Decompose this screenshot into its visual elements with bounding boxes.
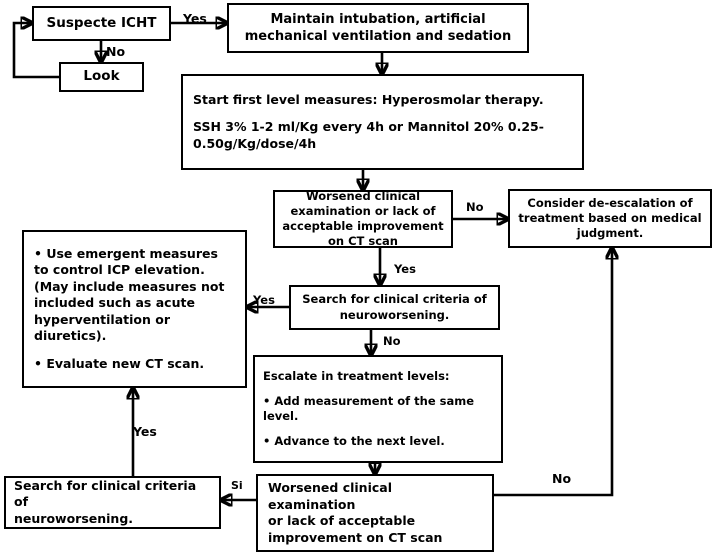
edge-label-yes-search2: Yes	[133, 424, 157, 439]
edge-label-yes-search1: Yes	[253, 293, 275, 307]
node-worsened1-line2: examination or lack of	[290, 203, 436, 218]
node-worsened1-line3: acceptable improvement	[282, 219, 444, 233]
node-consider-deescalation[interactable]: Consider de-escalation of treatment base…	[508, 189, 712, 248]
node-worsened2-line3: improvement on CT scan	[268, 529, 443, 545]
node-suspect-icht[interactable]: Suspecte ICHT	[32, 6, 171, 41]
node-escalate-line2: • Add measurement of the same level.	[263, 393, 475, 423]
node-first-level-line2: SSH 3% 1-2 ml/Kg every 4h or Mannitol 20…	[193, 119, 544, 151]
node-look-label: Look	[83, 68, 120, 85]
node-maintain-line1: Maintain intubation, artificial	[270, 11, 486, 27]
node-suspect-icht-label: Suspecte ICHT	[46, 14, 157, 31]
node-deescalation-line2: treatment based on medical	[518, 210, 702, 225]
node-maintain-line2: mechanical ventilation and sedation	[244, 29, 512, 44]
node-worsened2-line2: or lack of acceptable	[268, 513, 416, 528]
node-worsened2-line1: Worsened clinical examination	[268, 480, 392, 512]
node-search1-line1: Search for clinical criteria of	[302, 292, 487, 307]
node-deescalation-line1: Consider de-escalation of	[527, 195, 693, 210]
node-search2-line2: neuroworsening.	[14, 510, 134, 526]
node-escalate-treatment-levels[interactable]: Escalate in treatment levels: • Add meas…	[253, 355, 503, 463]
node-look[interactable]: Look	[59, 62, 144, 92]
node-first-level-measures[interactable]: Start first level measures: Hyperosmolar…	[181, 74, 584, 170]
node-emergent-line1: • Use emergent measures to control ICP e…	[34, 245, 225, 344]
node-first-level-line1: Start first level measures: Hyperosmolar…	[193, 91, 544, 107]
node-deescalation-line3: judgment.	[576, 226, 644, 241]
edge-label-no-search1: No	[383, 334, 401, 348]
edge-label-no-suspect: No	[106, 44, 126, 59]
node-escalate-line1: Escalate in treatment levels:	[263, 368, 450, 383]
node-worsened1-line4: on CT scan	[328, 234, 398, 249]
node-worsened1-line1: Worsened clinical	[305, 188, 421, 203]
node-search-criteria-1[interactable]: Search for clinical criteria of neurowor…	[289, 285, 500, 330]
node-worsened-clinical-2[interactable]: Worsened clinical examination or lack of…	[256, 474, 494, 552]
node-maintain-intubation[interactable]: Maintain intubation, artificial mechanic…	[227, 3, 529, 53]
edge-worsened2-to-deescalation	[494, 248, 612, 497]
edge-label-no-worsened2: No	[552, 471, 572, 486]
node-emergent-line2: • Evaluate new CT scan.	[34, 355, 205, 371]
node-escalate-line3: • Advance to the next level.	[263, 433, 445, 448]
node-worsened-clinical-1[interactable]: Worsened clinical examination or lack of…	[273, 188, 453, 249]
node-search1-line2: neuroworsening.	[339, 307, 450, 322]
edge-label-no-worsened1: No	[466, 200, 484, 214]
edge-label-si-worsened2: Si	[231, 479, 243, 492]
node-search-criteria-2[interactable]: Search for clinical criteria of neurowor…	[4, 476, 221, 529]
node-search2-line1: Search for clinical criteria of	[14, 477, 197, 510]
edge-label-yes-worsened1: Yes	[394, 262, 416, 276]
node-emergent-measures[interactable]: • Use emergent measures to control ICP e…	[22, 230, 247, 388]
edge-label-yes-suspect: Yes	[183, 11, 207, 26]
